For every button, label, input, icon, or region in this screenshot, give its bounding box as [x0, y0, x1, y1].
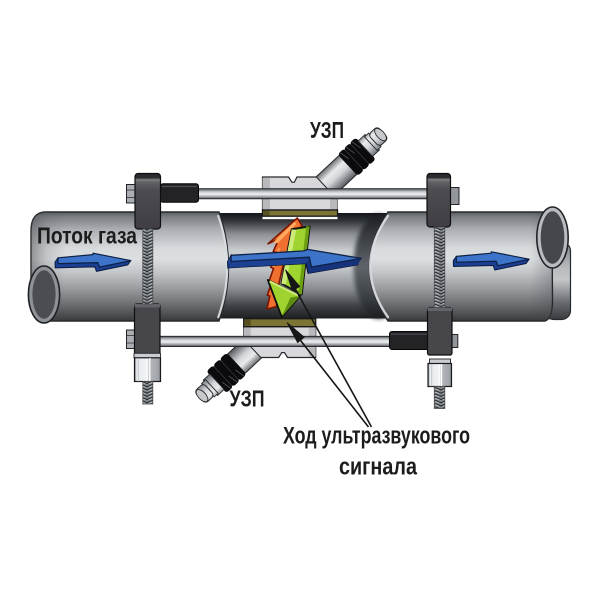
svg-text:Поток газа: Поток газа: [37, 223, 137, 249]
svg-text:Ход ультразвукового: Ход ультразвукового: [283, 423, 470, 450]
svg-text:сигнала: сигнала: [339, 454, 417, 481]
svg-text:УЗП: УЗП: [310, 117, 344, 143]
svg-text:УЗП: УЗП: [230, 386, 265, 412]
